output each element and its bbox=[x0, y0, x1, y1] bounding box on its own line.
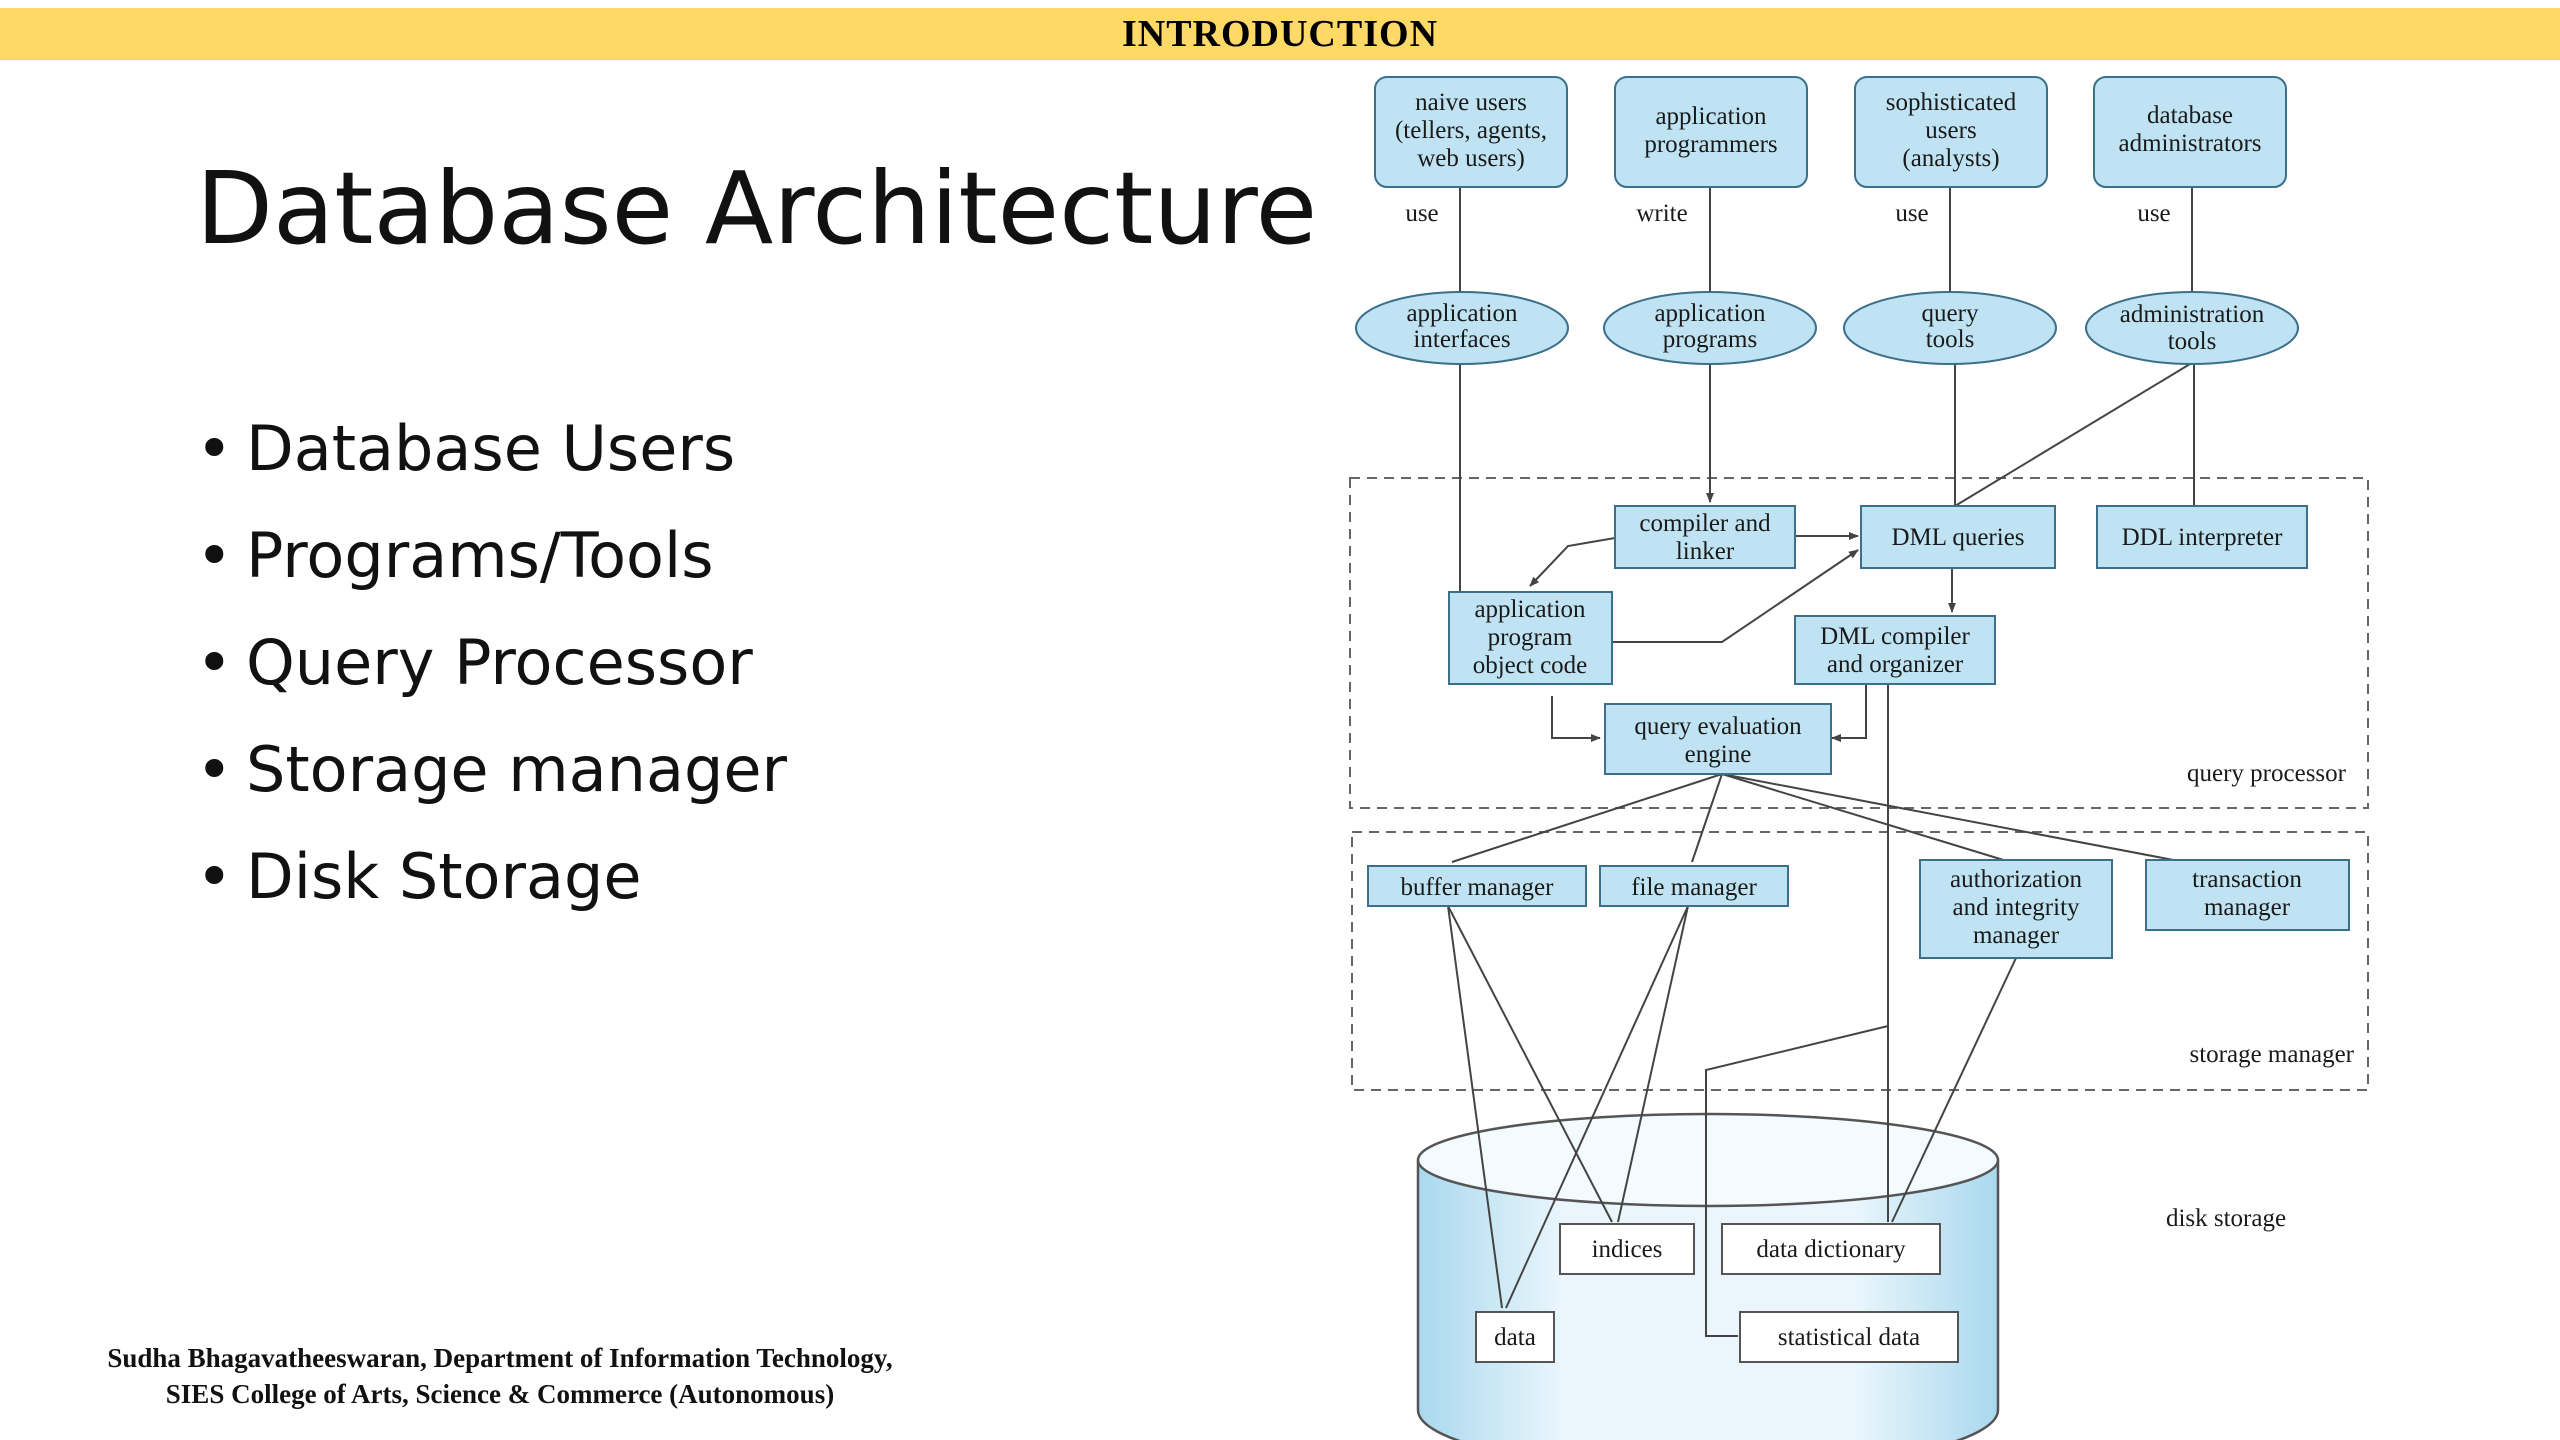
tool-admin-tools: administration tools bbox=[2085, 291, 2299, 365]
dml-compiler-line-1: DML compiler bbox=[1820, 623, 1970, 650]
authorization-line-2: and integrity bbox=[1952, 894, 2080, 921]
user-sophisticated-line-1: sophisticated bbox=[1886, 89, 2017, 116]
app-object-code-line-3: object code bbox=[1473, 652, 1588, 679]
box-data-dictionary: data dictionary bbox=[1721, 1223, 1941, 1275]
bullet-item: •Storage manager bbox=[196, 726, 787, 833]
box-authorization-manager: authorization and integrity manager bbox=[1919, 859, 2113, 959]
query-processor-label: query processor bbox=[2187, 760, 2347, 787]
bullet-text: Database Users bbox=[246, 412, 736, 485]
user-sophisticated-line-2: users bbox=[1925, 117, 1976, 144]
footer-line-1: Sudha Bhagavatheeswaran, Department of I… bbox=[107, 1343, 893, 1373]
bullet-text: Storage manager bbox=[246, 733, 787, 806]
compiler-line-2: linker bbox=[1676, 538, 1735, 565]
tool-admin-tools-line-2: tools bbox=[2168, 328, 2217, 355]
footer-line-2: SIES College of Arts, Science & Commerce… bbox=[165, 1379, 835, 1409]
box-compiler-linker: compiler and linker bbox=[1614, 505, 1796, 569]
slide-title: Database Architecture bbox=[196, 150, 1318, 267]
user-sophisticated: sophisticated users (analysts) bbox=[1854, 76, 2048, 188]
user-naive-line-2: (tellers, agents, bbox=[1395, 117, 1547, 144]
tool-query-tools-line-1: query bbox=[1922, 300, 1979, 327]
box-app-object-code: application program object code bbox=[1448, 591, 1613, 685]
dml-compiler-line-2: and organizer bbox=[1827, 651, 1964, 678]
user-app-programmers-line-1: application bbox=[1655, 103, 1767, 130]
dml-queries-label: DML queries bbox=[1891, 524, 2024, 551]
storage-manager-label: storage manager bbox=[2189, 1041, 2354, 1068]
tool-app-programs-line-1: application bbox=[1654, 300, 1766, 327]
data-label: data bbox=[1494, 1324, 1536, 1351]
user-sophisticated-line-3: (analysts) bbox=[1902, 145, 1999, 172]
box-buffer-manager: buffer manager bbox=[1367, 865, 1587, 907]
tool-app-interfaces-line-2: interfaces bbox=[1413, 326, 1510, 353]
compiler-line-1: compiler and bbox=[1639, 510, 1771, 537]
verb-write: write bbox=[1636, 200, 1687, 227]
tool-app-programs-line-2: programs bbox=[1663, 326, 1757, 353]
box-statistical-data: statistical data bbox=[1739, 1311, 1959, 1363]
data-dictionary-label: data dictionary bbox=[1756, 1236, 1906, 1263]
bullet-item: •Programs/Tools bbox=[196, 512, 787, 619]
file-manager-label: file manager bbox=[1631, 874, 1757, 901]
footer: Sudha Bhagavatheeswaran, Department of I… bbox=[0, 1340, 1000, 1412]
transaction-line-2: manager bbox=[2204, 894, 2291, 921]
tool-query-tools: query tools bbox=[1843, 291, 2057, 365]
bullet-dot-icon: • bbox=[196, 733, 233, 806]
indices-label: indices bbox=[1592, 1236, 1663, 1263]
user-dba-line-2: administrators bbox=[2118, 130, 2261, 157]
user-naive: naive users (tellers, agents, web users) bbox=[1374, 76, 1568, 188]
storage-manager-region bbox=[1351, 831, 2369, 1091]
box-data: data bbox=[1475, 1311, 1555, 1363]
bullet-dot-icon: • bbox=[196, 412, 233, 485]
tool-app-programs: application programs bbox=[1603, 291, 1817, 365]
user-dba-line-1: database bbox=[2147, 102, 2233, 129]
connector-lines bbox=[1447, 187, 2195, 1337]
app-object-code-line-2: program bbox=[1488, 624, 1573, 651]
bullet-dot-icon: • bbox=[196, 840, 233, 913]
authorization-line-1: authorization bbox=[1950, 866, 2082, 893]
bullet-text: Programs/Tools bbox=[246, 519, 714, 592]
transaction-line-1: transaction bbox=[2192, 866, 2302, 893]
bullet-list: •Database Users •Programs/Tools •Query P… bbox=[196, 405, 787, 940]
query-engine-line-2: engine bbox=[1685, 741, 1752, 768]
tool-admin-tools-line-1: administration bbox=[2120, 301, 2265, 328]
user-app-programmers-line-2: programmers bbox=[1644, 131, 1777, 158]
box-indices: indices bbox=[1559, 1223, 1695, 1275]
bullet-item: •Query Processor bbox=[196, 619, 787, 726]
bullet-item: •Database Users bbox=[196, 405, 787, 512]
box-ddl-interpreter: DDL interpreter bbox=[2096, 505, 2308, 569]
authorization-line-3: manager bbox=[1973, 922, 2060, 949]
query-engine-line-1: query evaluation bbox=[1634, 713, 1802, 740]
ddl-interpreter-label: DDL interpreter bbox=[2122, 524, 2283, 551]
bullet-dot-icon: • bbox=[196, 626, 233, 699]
bullet-text: Query Processor bbox=[246, 626, 753, 699]
verb-use-1: use bbox=[1405, 200, 1438, 227]
bullet-dot-icon: • bbox=[196, 519, 233, 592]
bullet-text: Disk Storage bbox=[246, 840, 642, 913]
buffer-manager-label: buffer manager bbox=[1401, 874, 1555, 901]
verb-use-2: use bbox=[1895, 200, 1928, 227]
statistical-data-label: statistical data bbox=[1778, 1324, 1920, 1351]
box-file-manager: file manager bbox=[1599, 865, 1789, 907]
tool-app-interfaces: application interfaces bbox=[1355, 291, 1569, 365]
box-dml-compiler: DML compiler and organizer bbox=[1794, 615, 1996, 685]
tool-app-interfaces-line-1: application bbox=[1406, 300, 1518, 327]
box-query-engine: query evaluation engine bbox=[1604, 703, 1832, 775]
verb-use-3: use bbox=[2137, 200, 2170, 227]
box-transaction-manager: transaction manager bbox=[2145, 859, 2350, 931]
user-naive-line-1: naive users bbox=[1415, 89, 1527, 116]
tool-query-tools-line-2: tools bbox=[1926, 326, 1975, 353]
query-processor-region bbox=[1349, 477, 2369, 809]
app-object-code-line-1: application bbox=[1474, 596, 1586, 623]
user-dba: database administrators bbox=[2093, 76, 2287, 188]
user-app-programmers: application programmers bbox=[1614, 76, 1808, 188]
bullet-item: •Disk Storage bbox=[196, 833, 787, 940]
disk-cylinder bbox=[1416, 1112, 2000, 1440]
banner: INTRODUCTION bbox=[0, 8, 2560, 60]
disk-storage-label: disk storage bbox=[2166, 1205, 2286, 1232]
box-dml-queries: DML queries bbox=[1860, 505, 2056, 569]
user-naive-line-3: web users) bbox=[1417, 145, 1525, 172]
banner-title: INTRODUCTION bbox=[1121, 13, 1439, 55]
